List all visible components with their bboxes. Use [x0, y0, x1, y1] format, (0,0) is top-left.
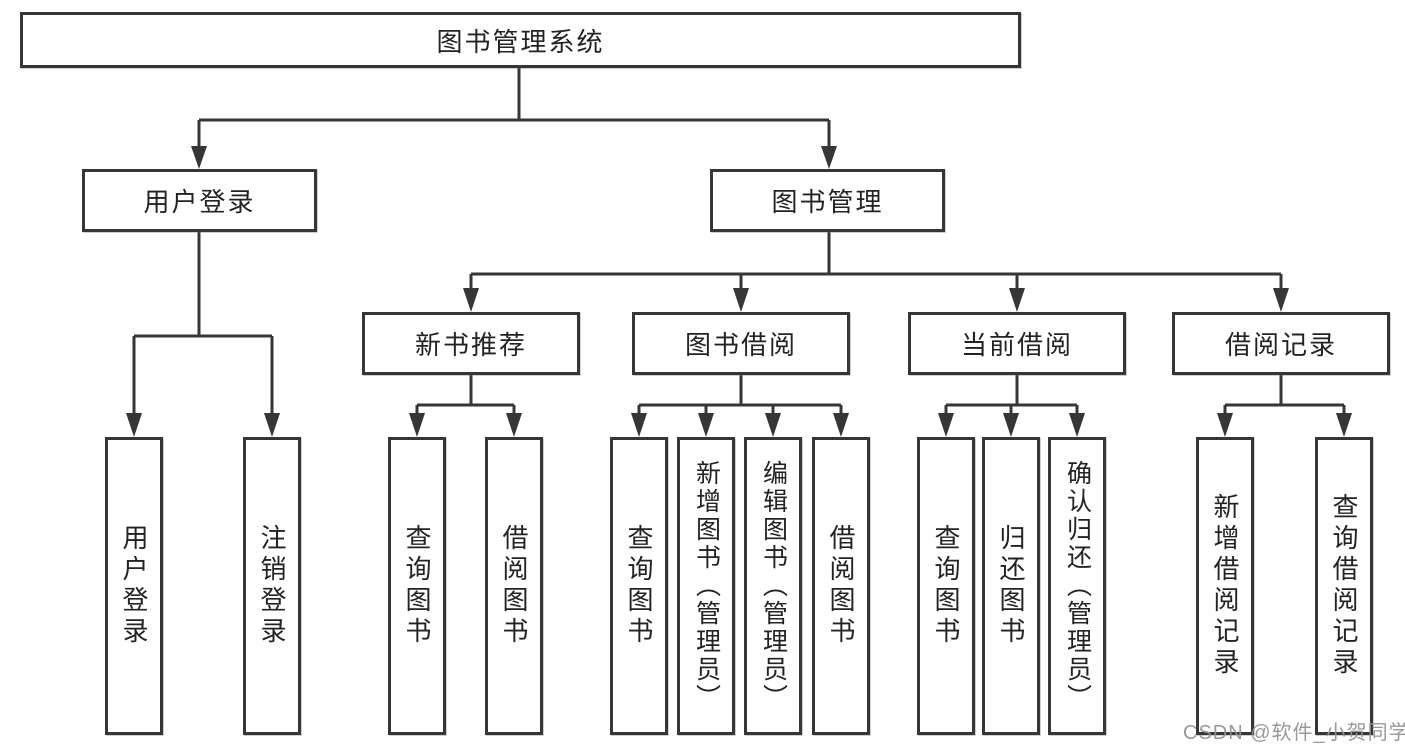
leaf-borrow-edit-books-admin: 编辑图书（管理员） [744, 437, 802, 735]
node-book-management-label: 图书管理 [771, 187, 884, 217]
leaf-borrow-query-books: 查询图书 [610, 437, 668, 735]
leaf-current-confirm-return-admin-label: 确认归还（管理员） [1063, 460, 1092, 712]
leaf-borrow-borrow-books: 借阅图书 [812, 437, 870, 735]
leaf-record-query-record: 查询借阅记录 [1315, 437, 1373, 735]
connector-recommend-group [415, 375, 516, 415]
connector-root [197, 67, 831, 148]
leaf-record-add-record: 新增借阅记录 [1196, 437, 1254, 735]
leaf-recommend-query-books-label: 查询图书 [402, 524, 432, 648]
leaf-logout-label: 注销登录 [257, 524, 287, 648]
leaf-borrow-add-books-admin-label: 新增图书（管理员） [692, 460, 721, 712]
leaf-record-add-record-label: 新增借阅记录 [1210, 493, 1240, 679]
leaf-user-login-label: 用户登录 [119, 524, 149, 648]
leaf-current-return-books-label: 归还图书 [996, 524, 1026, 648]
leaf-recommend-query-books: 查询图书 [388, 437, 446, 735]
node-user-login-label: 用户登录 [143, 187, 256, 217]
leaf-borrow-add-books-admin: 新增图书（管理员） [677, 437, 735, 735]
leaf-current-confirm-return-admin: 确认归还（管理员） [1048, 437, 1106, 735]
connector-user-branch [132, 232, 274, 415]
connector-current-group [944, 375, 1079, 415]
leaf-logout: 注销登录 [243, 437, 301, 735]
leaf-current-query-books-label: 查询图书 [931, 524, 961, 648]
leaf-record-query-record-label: 查询借阅记录 [1329, 493, 1359, 679]
node-book-management: 图书管理 [710, 169, 945, 232]
connector-record-group [1223, 375, 1346, 415]
leaf-borrow-borrow-books-label: 借阅图书 [826, 524, 856, 648]
connector-book-branch [469, 232, 1283, 290]
node-current-borrow-label: 当前借阅 [960, 330, 1073, 360]
node-library-system-label: 图书管理系统 [436, 26, 605, 57]
leaf-borrow-edit-books-admin-label: 编辑图书（管理员） [759, 460, 788, 712]
node-new-book-recommend-label: 新书推荐 [414, 330, 527, 360]
node-user-login: 用户登录 [82, 169, 317, 232]
connector-borrow-group [637, 375, 843, 415]
leaf-user-login: 用户登录 [105, 437, 163, 735]
node-book-borrow: 图书借阅 [632, 312, 850, 375]
leaf-recommend-borrow-books: 借阅图书 [485, 437, 543, 735]
leaf-current-query-books: 查询图书 [917, 437, 975, 735]
leaf-current-return-books: 归还图书 [982, 437, 1040, 735]
leaf-recommend-borrow-books-label: 借阅图书 [499, 524, 529, 648]
node-current-borrow: 当前借阅 [908, 312, 1126, 375]
node-borrow-record: 借阅记录 [1172, 312, 1390, 375]
node-library-system: 图书管理系统 [20, 12, 1021, 68]
leaf-borrow-query-books-label: 查询图书 [624, 524, 654, 648]
node-new-book-recommend: 新书推荐 [362, 312, 580, 375]
node-borrow-record-label: 借阅记录 [1224, 330, 1337, 360]
node-book-borrow-label: 图书借阅 [684, 330, 797, 360]
